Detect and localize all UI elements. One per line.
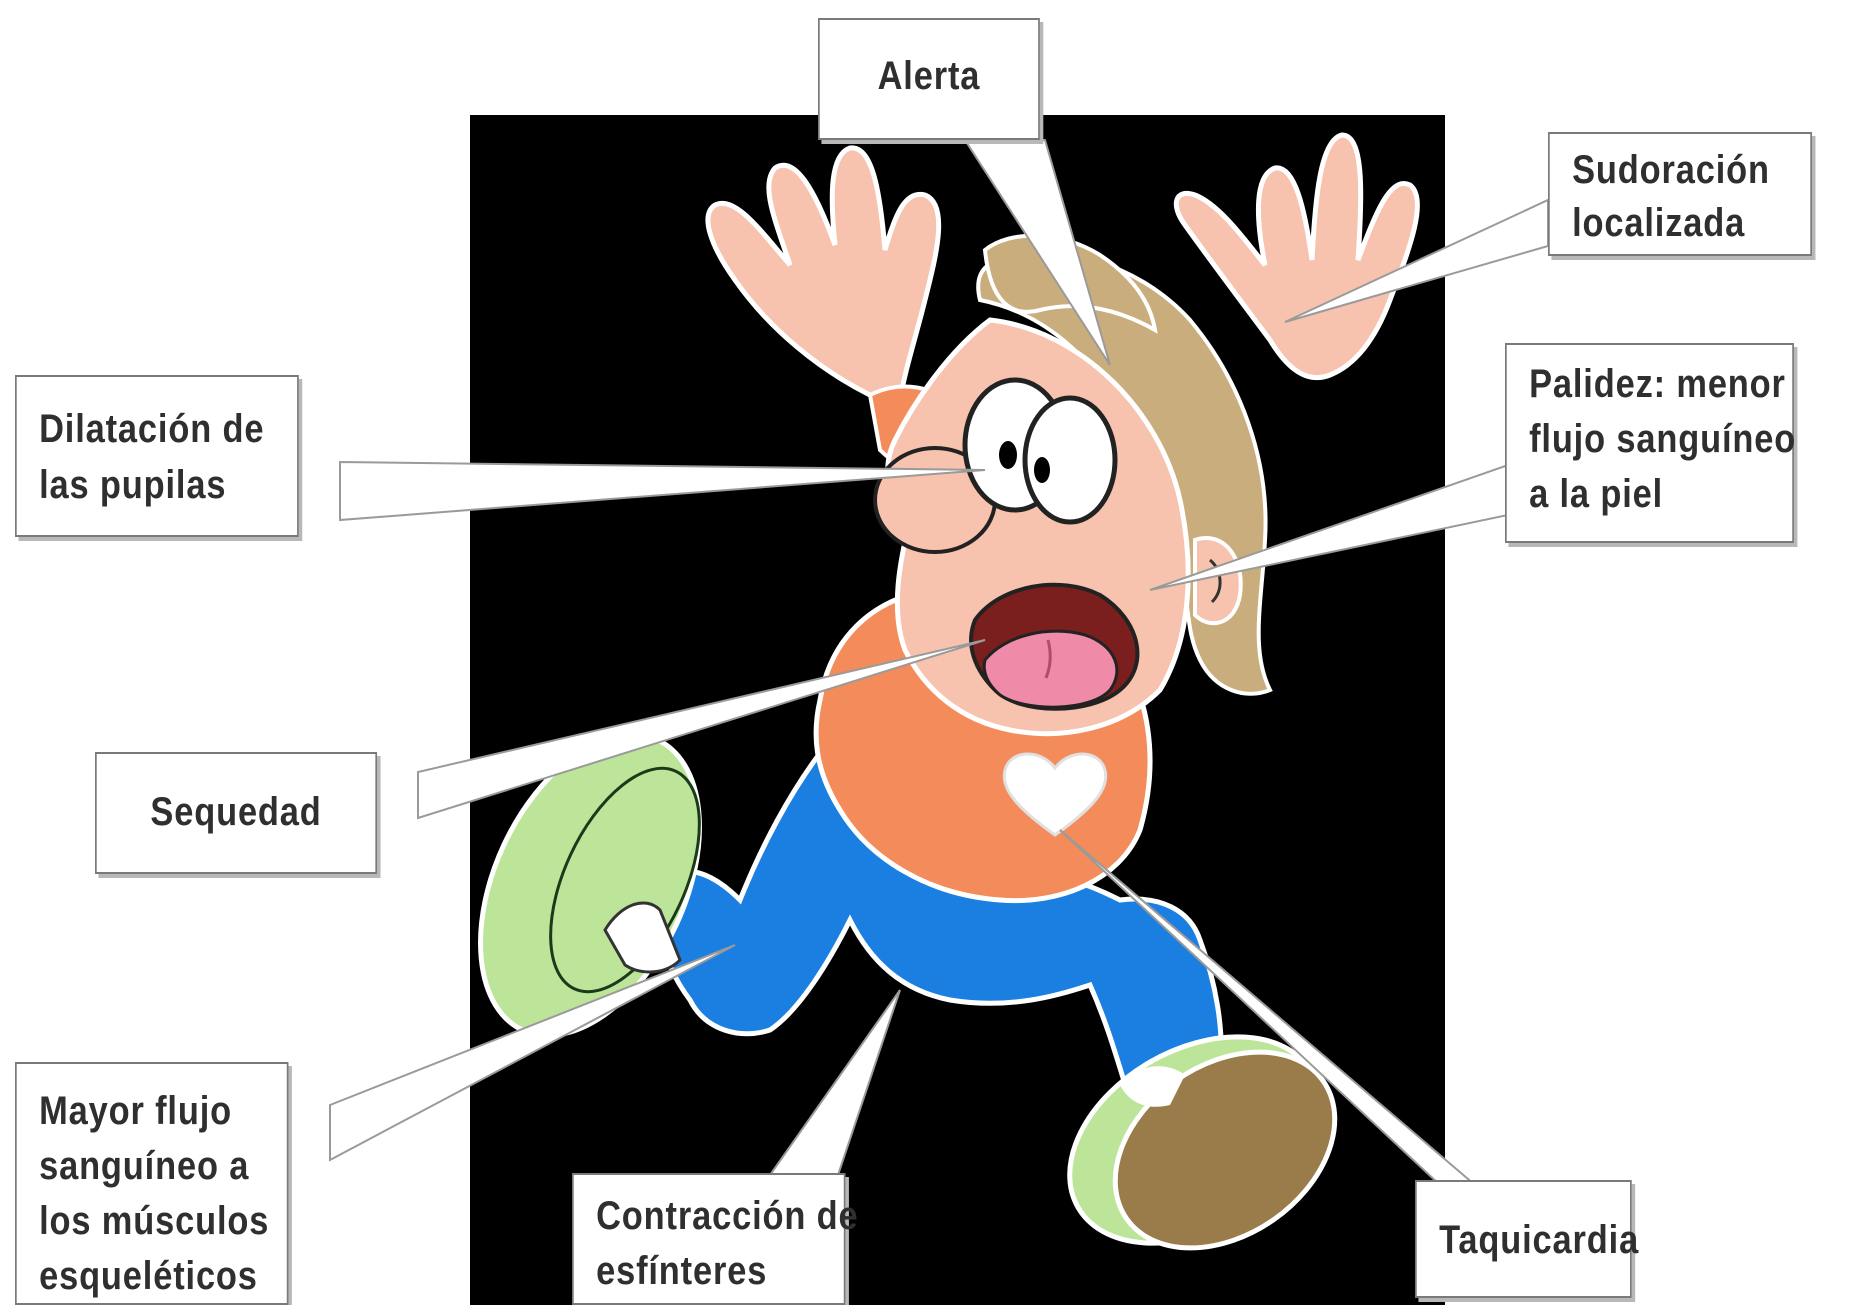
callout-pointers [329,139,1549,1186]
label-mayor-flujo: Mayor flujo sanguíneo a los músculos esq… [15,1062,289,1305]
heart-icon [1002,752,1108,837]
label-line: a la piel [1529,472,1664,516]
label-line: Dilatación de [39,407,265,451]
tongue [982,629,1119,709]
ear-inner [1208,558,1222,604]
label-line: Palidez: menor [1529,362,1786,406]
label-line: Contracción de [596,1194,859,1238]
label-line: Sudoración [1572,148,1770,192]
label-line: Taquicardia [1439,1218,1640,1262]
right-hand [1173,132,1420,381]
pointer-alerta [963,139,1111,366]
right-eye [1022,395,1118,525]
left-ankle [603,901,682,974]
label-line: sanguíneo a [39,1144,250,1188]
tongue-line [1044,639,1052,679]
pointer-dilatacion [339,460,986,522]
label-taquicardia: Taquicardia [1415,1180,1640,1298]
label-sudoracion: Sudoración localizada [1548,132,1813,256]
label-palidez: Palidez: menor flujo sanguíneo a la piel [1505,343,1797,543]
label-line: los músculos [39,1199,270,1243]
label-line: esfínteres [596,1249,768,1293]
label-contraccion: Contracción de esfínteres [572,1173,859,1305]
pointer-sequedad [417,639,986,820]
label-line: flujo sanguíneo [1529,417,1797,461]
pointer-mayor-flujo [329,944,736,1162]
label-line: Sequedad [150,790,322,834]
label-dilatacion: Dilatación de las pupilas [15,375,299,537]
ear [1193,536,1243,626]
label-line: Mayor flujo [39,1089,233,1133]
label-line: esqueléticos [39,1254,258,1298]
label-sequedad: Sequedad [95,752,378,874]
left-pupil [999,441,1017,469]
right-pupil [1034,457,1050,483]
label-alerta: Alerta [818,18,1040,140]
left-hand [705,145,942,403]
label-line: Alerta [877,54,981,98]
right-sock [1120,1066,1185,1107]
label-line: localizada [1572,201,1746,245]
label-line: las pupilas [39,463,227,507]
